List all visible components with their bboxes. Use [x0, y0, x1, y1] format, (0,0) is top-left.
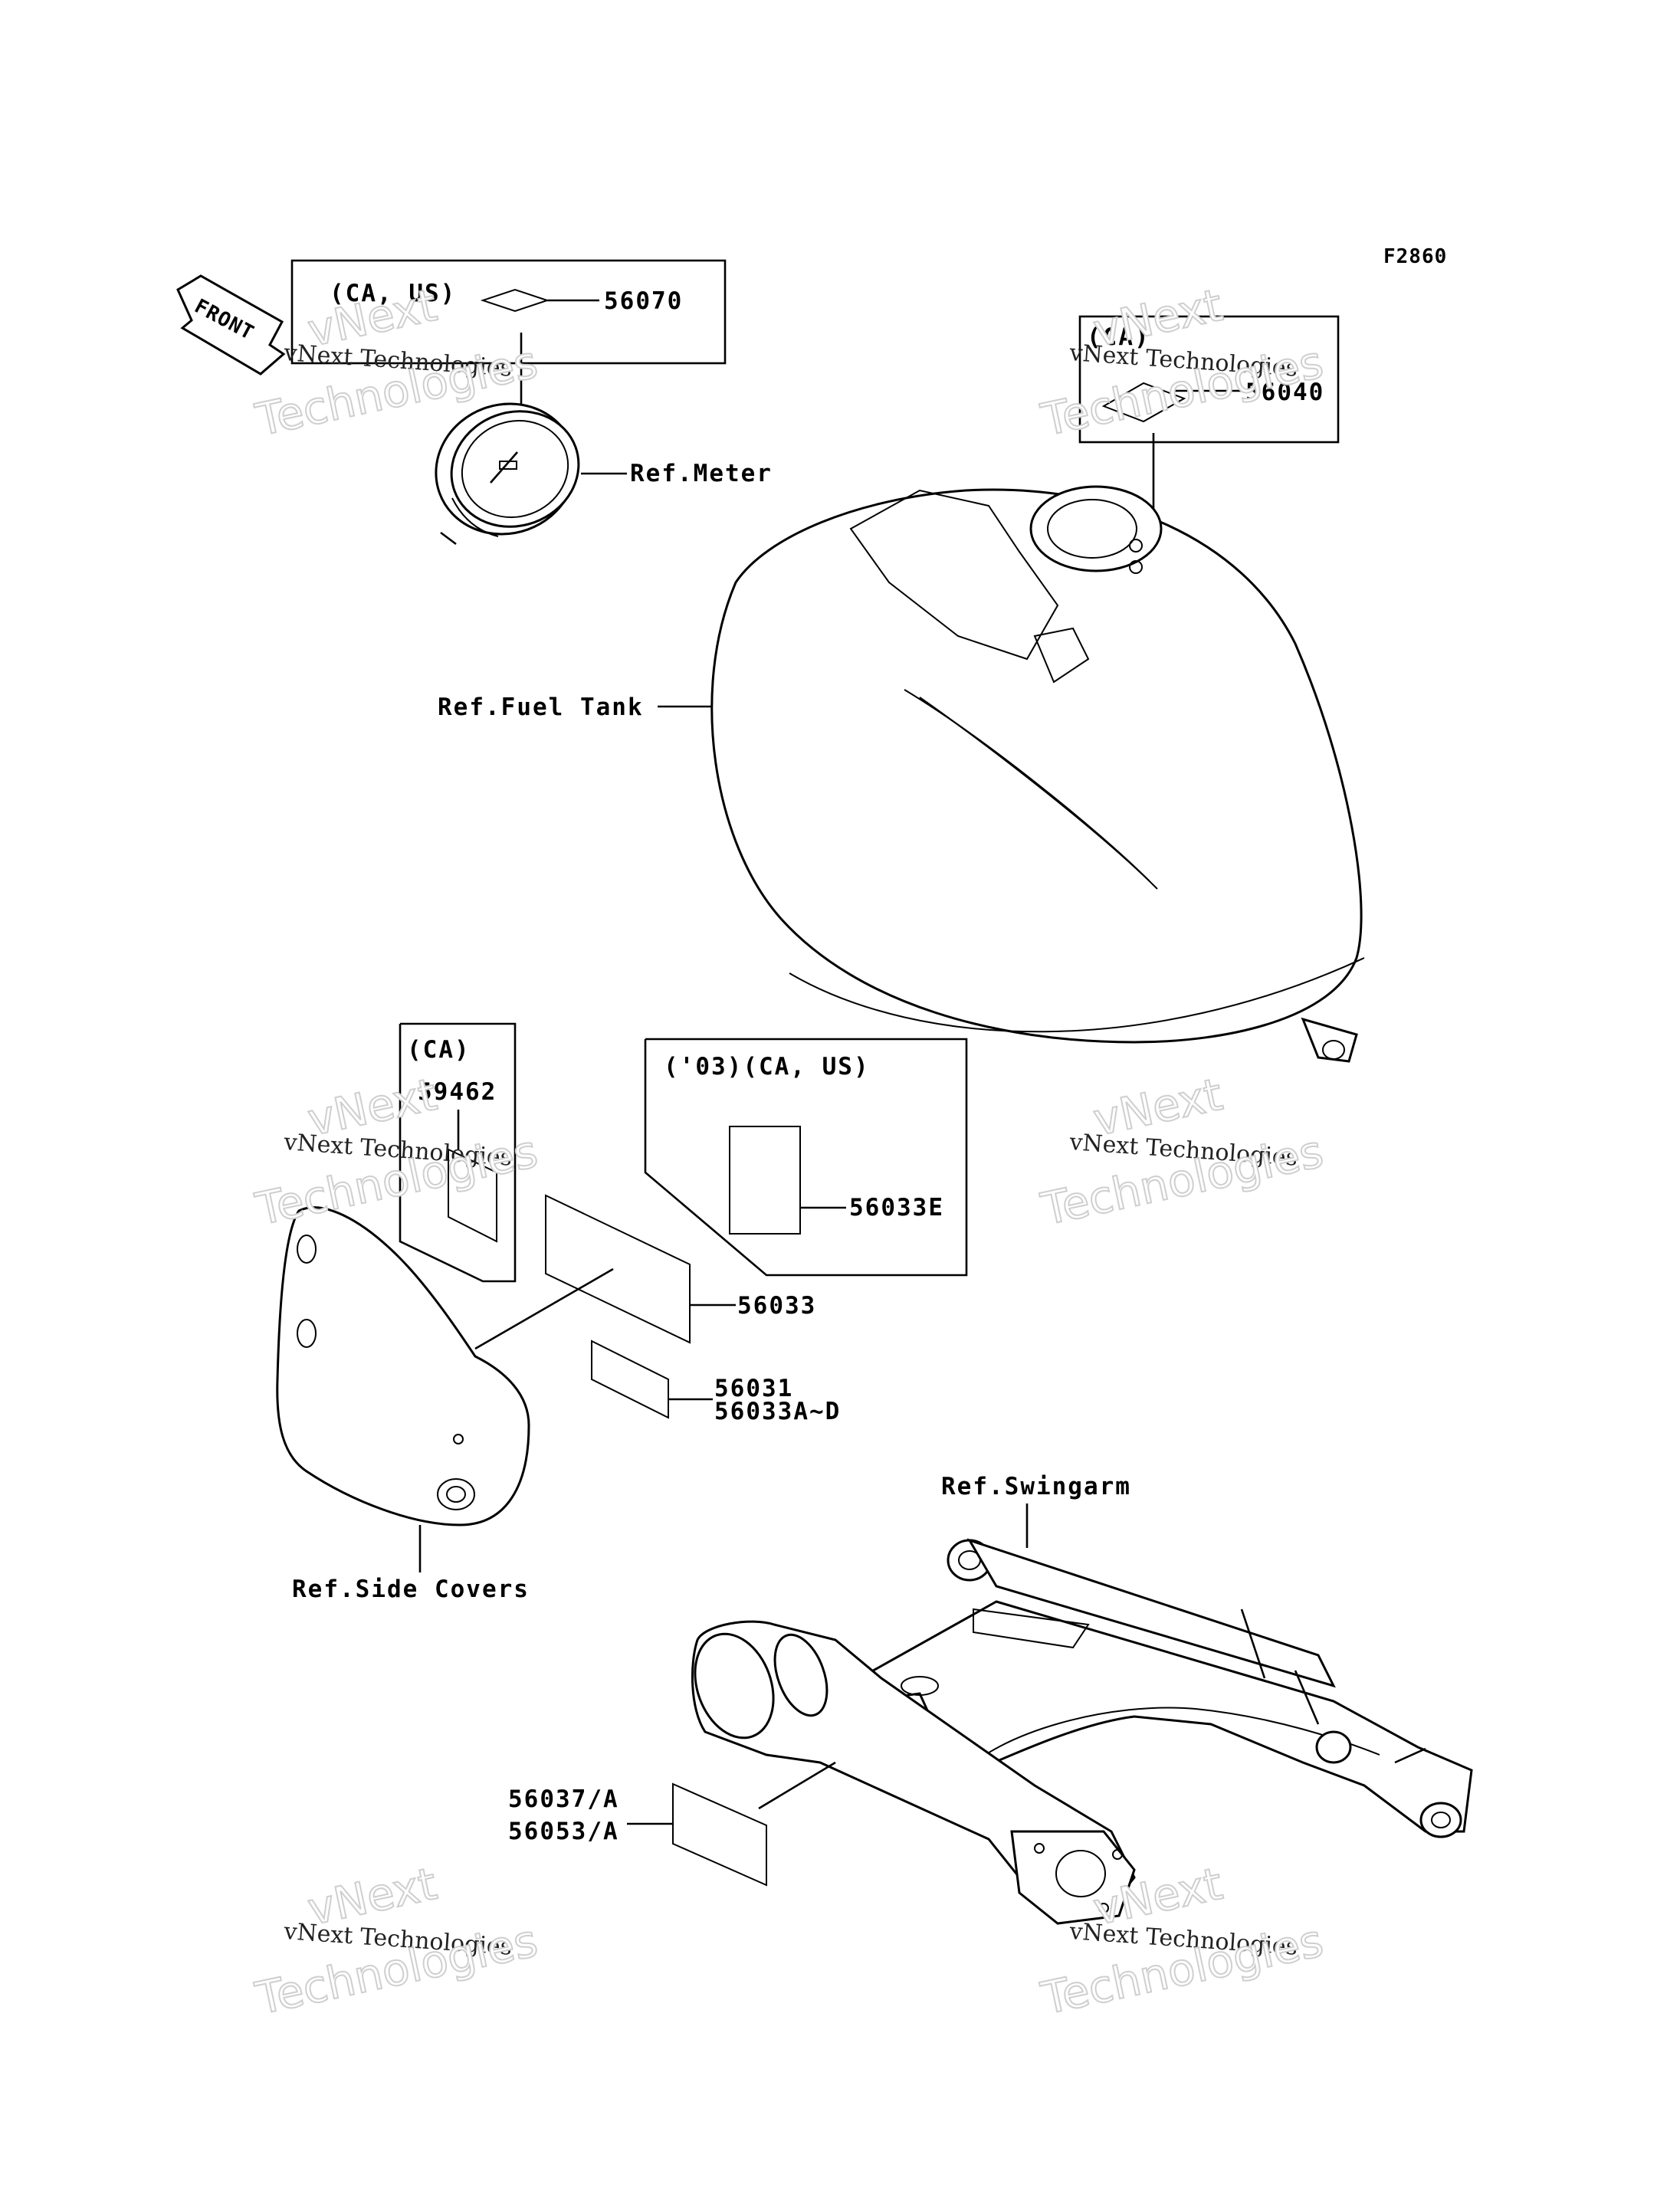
- year-label-box: ('03)(CA, US) 56033E: [644, 1038, 968, 1277]
- year-label-part: 56033E: [849, 1194, 944, 1221]
- part-56037-label: 56037/A: [508, 1785, 619, 1813]
- figure-code: F2860: [1383, 245, 1447, 268]
- front-arrow-icon: FRONT: [176, 274, 286, 375]
- tank-label-region: (CA): [1087, 323, 1150, 351]
- year-label-region: ('03)(CA, US): [664, 1053, 870, 1080]
- tank-label-part: 56040: [1245, 379, 1324, 406]
- part-56033ad-label: 56033A~D: [714, 1398, 841, 1425]
- side-cover-drawing: [276, 1206, 530, 1572]
- decal-56037: [627, 1761, 836, 1887]
- part-56033-label: 56033: [737, 1292, 816, 1320]
- side-cover-label-part: 59462: [418, 1078, 497, 1106]
- meter-label-box: (CA, US) 56070: [290, 259, 727, 452]
- meter-drawing: [435, 402, 627, 546]
- meter-label-part: 56070: [604, 287, 683, 315]
- tank-label-box: (CA) 56040: [1078, 315, 1340, 598]
- decal-56031: [591, 1340, 713, 1419]
- meter-label-region: (CA, US): [330, 280, 456, 307]
- part-56053-label: 56053/A: [508, 1818, 619, 1845]
- ref-swingarm-label: Ref.Swingarm: [941, 1473, 1131, 1500]
- decal-56033: [474, 1194, 736, 1350]
- fuel-tank-drawing: [658, 485, 1365, 1063]
- swingarm-drawing: [691, 1538, 1473, 1925]
- ref-side-covers-label: Ref.Side Covers: [292, 1576, 530, 1603]
- side-cover-label-box: (CA) 59462: [399, 1022, 517, 1283]
- part-56031-label: 56031: [714, 1375, 793, 1402]
- side-cover-label-region: (CA): [407, 1036, 471, 1064]
- ref-meter-label: Ref.Meter: [630, 460, 773, 487]
- ref-fuel-tank-label: Ref.Fuel Tank: [438, 694, 644, 721]
